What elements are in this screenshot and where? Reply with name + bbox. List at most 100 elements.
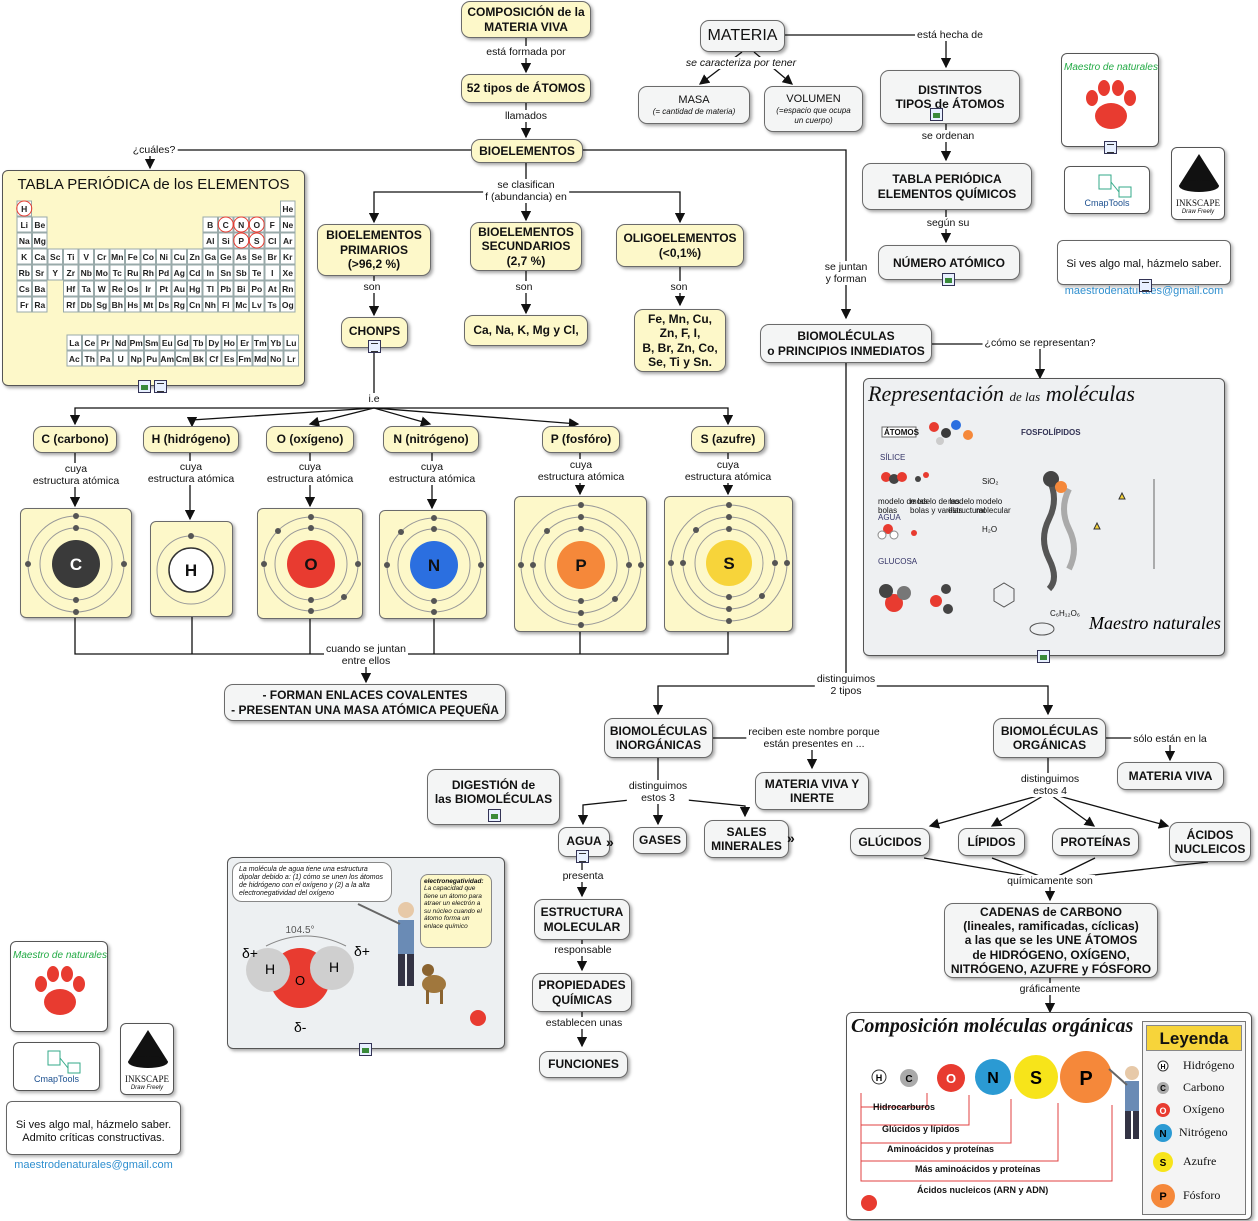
element-symbol: Kr: [283, 252, 293, 262]
composicion-organicas-panel[interactable]: Composición moléculas orgánicas H C O N …: [846, 1012, 1252, 1220]
document-link-icon[interactable]: [368, 340, 381, 353]
element-symbol: Ag: [174, 268, 185, 278]
bioelementos-node[interactable]: BIOELEMENTOS: [471, 139, 583, 163]
element-cell: [268, 350, 284, 367]
molecule-representations-art: Maestro naturales: [877, 420, 1221, 636]
element-symbol: Nh: [205, 300, 216, 310]
sales-minerales-node[interactable]: SALES MINERALES: [704, 820, 789, 858]
image-link-icon[interactable]: [488, 809, 501, 822]
document-link-icon[interactable]: [154, 380, 167, 393]
sulfur-symbol: S: [723, 554, 734, 573]
document-link-icon[interactable]: [1139, 279, 1152, 292]
legend-fosforo: Fósforo: [1183, 1188, 1221, 1202]
maestro-naturales-logo-bottom[interactable]: Maestro de naturales: [10, 941, 108, 1032]
proteinas-node[interactable]: PROTEÍNAS: [1052, 828, 1139, 856]
materia-viva-node[interactable]: MATERIA VIVA: [1117, 762, 1224, 790]
estructura-molecular-node[interactable]: ESTRUCTURA MOLECULAR: [534, 899, 630, 940]
element-symbol: Ac: [69, 354, 80, 364]
element-symbol: Po: [251, 284, 262, 294]
image-link-icon[interactable]: [138, 380, 151, 393]
oxigeno-node[interactable]: O (oxígeno): [266, 426, 354, 453]
masa-node[interactable]: MASA (= cantidad de materia): [638, 86, 750, 124]
element-cell: [280, 280, 296, 297]
comp-n: N: [987, 1070, 999, 1087]
legend-swatches: H C O N S P: [1151, 1060, 1175, 1208]
oligoelementos-list-node[interactable]: Fe, Mn, Cu, Zn, F, I, B, Br, Zn, Co, Se,…: [634, 309, 726, 372]
biomoleculas-organicas-node[interactable]: BIOMOLÉCULAS ORGÁNICAS: [993, 718, 1106, 758]
image-link-icon[interactable]: [359, 1043, 372, 1056]
bioelementos-primarios-node[interactable]: BIOELEMENTOS PRIMARIOS (>96,2 %): [317, 224, 431, 276]
document-link-icon[interactable]: [576, 850, 589, 863]
secundarios-list-node[interactable]: Ca, Na, K, Mg y Cl,: [464, 315, 588, 346]
expand-sales-icon[interactable]: »: [787, 830, 795, 846]
representacion-title-a: Representación: [868, 381, 1005, 406]
image-link-icon[interactable]: [1037, 650, 1050, 663]
element-symbol: Ne: [282, 220, 293, 230]
tipos-atomos-node[interactable]: 52 tipos de ÁTOMOS: [461, 74, 591, 103]
bioelementos-secundarios-node[interactable]: BIOELEMENTOS SECUNDARIOS (2,7 %): [470, 222, 582, 271]
inkscape-logo-top[interactable]: INKSCAPE Draw Freely: [1171, 147, 1225, 220]
carbono-node[interactable]: C (carbono): [33, 426, 117, 453]
volumen-title: VOLUMEN: [786, 92, 841, 105]
acidos-nucleicos-node[interactable]: ÁCIDOS NUCLEICOS: [1169, 822, 1251, 862]
cadenas-carbono-node[interactable]: CADENAS de CARBONO (lineales, ramificada…: [944, 903, 1158, 978]
distintos-tipos-atomos-node[interactable]: DISTINTOS TIPOS de ÁTOMOS: [880, 70, 1020, 124]
element-cell: [221, 350, 237, 367]
nitrogen-atom-structure: N: [379, 510, 487, 619]
link-llamados: llamados: [502, 110, 550, 123]
element-cell: [97, 334, 113, 351]
gases-node[interactable]: GASES: [633, 827, 687, 854]
element-symbol: Pd: [158, 268, 169, 278]
element-cell: [171, 280, 187, 297]
oligoelementos-node[interactable]: OLIGOELEMENTOS (<0,1%): [616, 224, 744, 267]
document-link-icon[interactable]: [1104, 141, 1117, 154]
maestro-naturales-logo-top[interactable]: Maestro de naturales: [1061, 53, 1159, 147]
element-cell: [280, 248, 296, 265]
propiedades-quimicas-node[interactable]: PROPIEDADES QUÍMICAS: [532, 973, 632, 1012]
bond-angle: 104.5°: [285, 925, 314, 936]
biomoleculas-node[interactable]: BIOMOLÉCULAS o PRINCIPIOS INMEDIATOS: [760, 324, 932, 363]
element-cell: [109, 280, 125, 297]
materia-viva-inerte-node[interactable]: MATERIA VIVA Y INERTE: [755, 772, 869, 810]
element-symbol: Hf: [66, 284, 75, 294]
nitrogeno-node[interactable]: N (nitrógeno): [383, 426, 479, 453]
contact-email-bottom[interactable]: maestrodenaturales@gmail.com: [14, 1158, 173, 1171]
element-symbol: Cr: [97, 252, 107, 262]
legend-s-symbol: S: [1160, 1158, 1167, 1169]
image-link-icon[interactable]: [930, 108, 943, 121]
hidrogeno-node[interactable]: H (hidrógeno): [143, 426, 239, 453]
expand-agua-icon[interactable]: »: [606, 834, 614, 850]
element-cell: [144, 350, 160, 367]
element-cell: [82, 334, 98, 351]
fosforo-node[interactable]: P (fosfóro): [542, 426, 620, 453]
inkscape-logo-bottom[interactable]: INKSCAPE Draw Freely: [120, 1023, 174, 1095]
tabla-periodica-node[interactable]: TABLA PERIÓDICA ELEMENTOS QUÍMICOS: [862, 163, 1032, 210]
biomoleculas-inorganicas-node[interactable]: BIOMOLÉCULAS INORGÁNICAS: [604, 718, 713, 758]
lipidos-node[interactable]: LÍPIDOS: [958, 828, 1025, 856]
glucidos-node[interactable]: GLÚCIDOS: [850, 828, 930, 856]
azufre-node[interactable]: S (azufre): [691, 426, 765, 453]
element-symbol: Pa: [100, 354, 111, 364]
element-cell: [125, 248, 141, 265]
materia-node[interactable]: MATERIA: [700, 20, 785, 52]
element-symbol: Sn: [220, 268, 231, 278]
chonps-node[interactable]: CHONPS: [341, 317, 408, 348]
cmaptools-logo-bottom[interactable]: CmapTools: [13, 1042, 100, 1091]
image-link-icon[interactable]: [942, 273, 955, 286]
funciones-node[interactable]: FUNCIONES: [539, 1051, 628, 1078]
representacion-moleculas-panel[interactable]: Representación de las moléculas Maestro …: [863, 378, 1225, 656]
element-symbol: Tb: [193, 338, 203, 348]
contact-text-bottom: Si ves algo mal, házmelo saber. Admito c…: [15, 1119, 172, 1145]
cmaptools-logo-top[interactable]: CmapTools: [1064, 166, 1150, 214]
oxygen-symbol: O: [304, 555, 317, 574]
comp-s: S: [1030, 1068, 1042, 1088]
legend-carbono: Carbono: [1183, 1080, 1225, 1094]
link-cuando-juntan: cuando se juntan entre ellos: [324, 643, 408, 668]
oxygen-atom-structure: O: [257, 508, 363, 619]
volumen-node[interactable]: VOLUMEN (=espacio que ocupa un cuerpo): [764, 86, 863, 132]
composicion-materia-viva-node[interactable]: COMPOSICIÓN de la MATERIA VIVA: [461, 1, 591, 38]
water-molecule-panel[interactable]: La molécula de agua tiene una estructura…: [227, 857, 505, 1049]
element-symbol: Se: [252, 252, 263, 262]
enlaces-covalentes-node[interactable]: - FORMAN ENLACES COVALENTES - PRESENTAN …: [224, 684, 506, 721]
